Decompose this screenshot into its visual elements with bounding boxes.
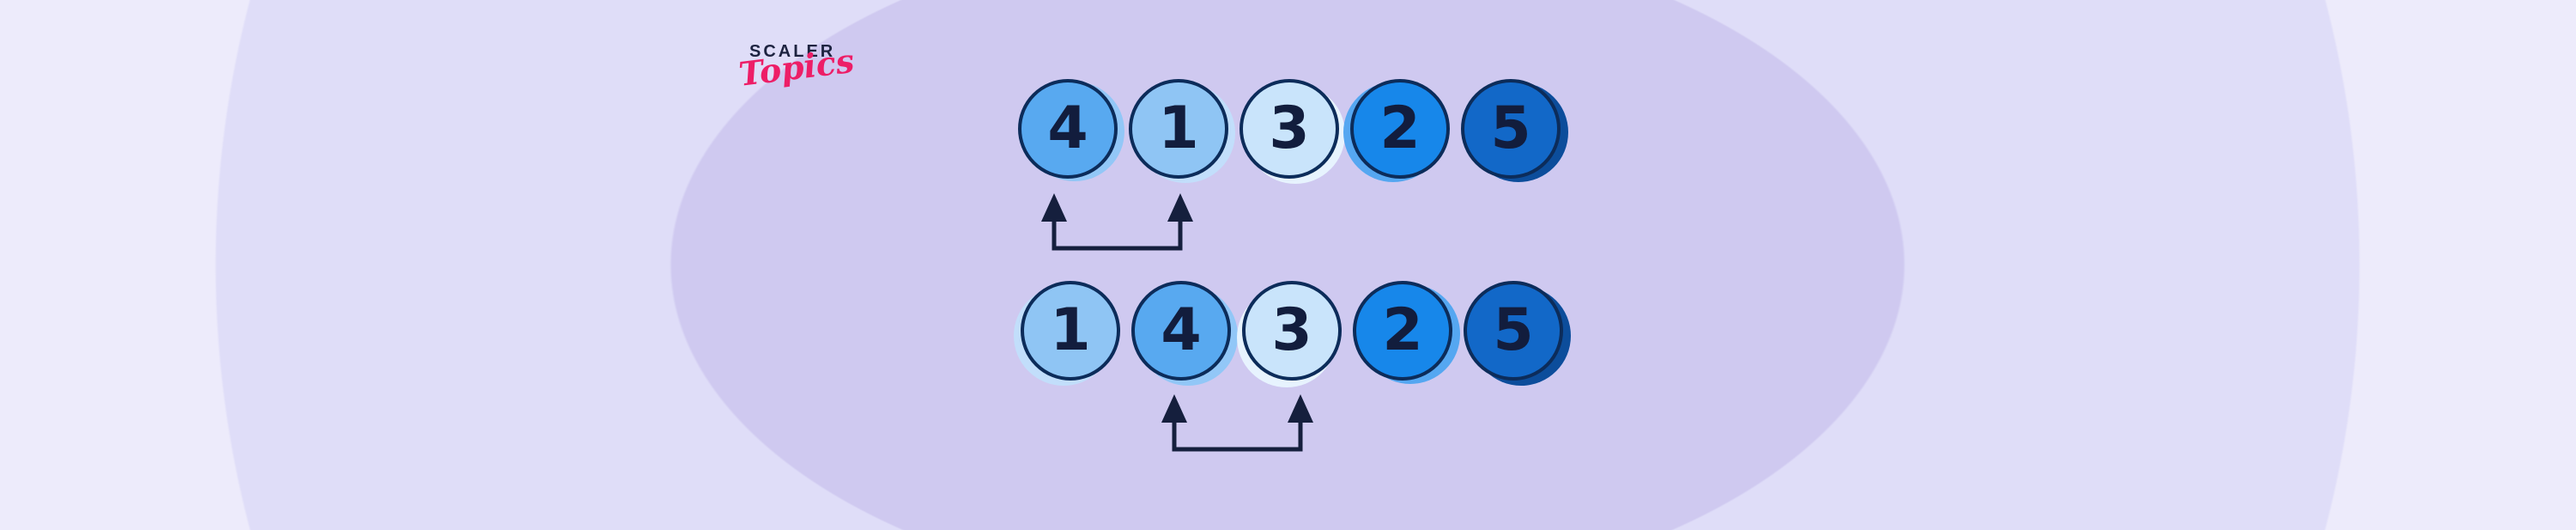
arrowhead-up-icon: [1041, 193, 1067, 222]
scaler-topics-logo: SCALER Topics: [736, 41, 856, 94]
swap-arrow-bottom: [1161, 394, 1313, 452]
swap-arrow-top: [1041, 193, 1193, 251]
array-element-5: 5: [1461, 79, 1561, 179]
swap-arrow-top-bracket: [1052, 220, 1183, 251]
array-element-2: 2: [1353, 281, 1452, 381]
swap-arrow-bottom-bracket: [1172, 421, 1303, 452]
array-element-3: 3: [1240, 79, 1339, 179]
array-element-1: 1: [1021, 281, 1120, 381]
logo-brand-text: SCALER: [749, 42, 836, 61]
arrowhead-up-icon: [1167, 193, 1193, 222]
array-element-1: 1: [1129, 79, 1228, 179]
arrowhead-up-icon: [1288, 394, 1313, 423]
array-element-4: 4: [1018, 79, 1118, 179]
arrowhead-up-icon: [1161, 394, 1187, 423]
array-element-5: 5: [1464, 281, 1563, 381]
array-element-3: 3: [1242, 281, 1342, 381]
array-element-2: 2: [1350, 79, 1450, 179]
array-element-4: 4: [1131, 281, 1231, 381]
